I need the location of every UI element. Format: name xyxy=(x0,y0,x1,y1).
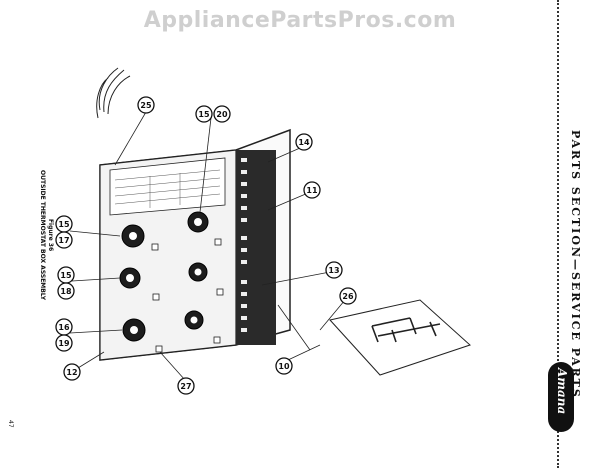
callout-label: 19 xyxy=(58,339,70,348)
callout-label: 12 xyxy=(66,368,77,377)
callout-label: 15 xyxy=(198,110,210,119)
brand-logo: Amana xyxy=(548,362,574,432)
callout-label: 25 xyxy=(140,101,152,110)
callout-label: 15 xyxy=(58,220,70,229)
callout-label: 27 xyxy=(180,382,191,391)
watermark: AppliancePartsPros.com xyxy=(143,8,457,33)
callout-label: 20 xyxy=(216,110,228,119)
callout-group xyxy=(55,96,357,395)
callout-label: 10 xyxy=(278,362,290,371)
callout-label: 14 xyxy=(298,138,310,147)
callout-label: 13 xyxy=(328,266,339,275)
callout-label: 17 xyxy=(58,236,69,245)
callout-label: 18 xyxy=(60,287,72,296)
callout-label: 16 xyxy=(58,323,70,332)
callout-label: 15 xyxy=(60,271,72,280)
callout-label: 26 xyxy=(342,292,354,301)
callout-label: 11 xyxy=(306,186,318,195)
perforation-edge xyxy=(557,0,559,468)
